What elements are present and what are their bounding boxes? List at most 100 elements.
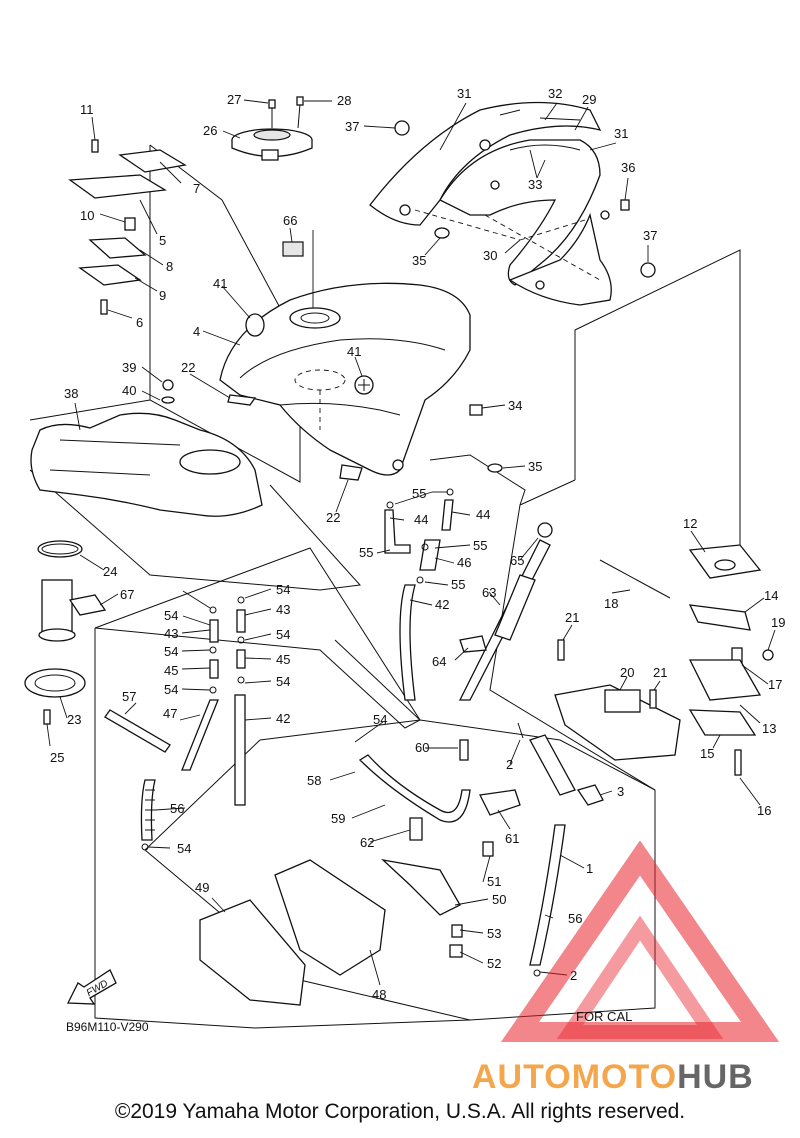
part-labels: 11 7 10 5 8 9 6 27 28 26 66 37 31 32 29 … (50, 86, 785, 1002)
part-label-50: 50 (492, 892, 506, 907)
brand-name-right: HUB (677, 1058, 754, 1096)
part-label-6: 6 (136, 315, 143, 330)
part-label-31b: 31 (614, 126, 628, 141)
part-label-37a: 37 (345, 119, 359, 134)
part-label-40: 40 (122, 383, 136, 398)
part-label-7: 7 (193, 181, 200, 196)
part-label-22a: 22 (181, 360, 195, 375)
part-label-44b: 44 (476, 507, 490, 522)
drain-hose (458, 522, 553, 761)
hoses-center (384, 488, 454, 701)
part-label-38: 38 (64, 386, 78, 401)
part-label-54a: 54 (164, 608, 178, 623)
part-label-32: 32 (548, 86, 562, 101)
part-label-29: 29 (582, 92, 596, 107)
part-label-65: 65 (510, 553, 524, 568)
part-label-33: 33 (528, 177, 542, 192)
part-label-8: 8 (166, 259, 173, 274)
part-label-59: 59 (331, 811, 345, 826)
part-label-45a: 45 (276, 652, 290, 667)
part-label-66: 66 (283, 213, 297, 228)
part-label-35a: 35 (412, 253, 426, 268)
part-label-67: 67 (120, 587, 134, 602)
part-label-47: 47 (163, 706, 177, 721)
part-label-37b: 37 (643, 228, 657, 243)
part-label-57: 57 (122, 689, 136, 704)
part-label-56b: 56 (568, 911, 582, 926)
part-label-61: 61 (505, 831, 519, 846)
for-cal-label: FOR CAL (576, 1009, 632, 1024)
part-label-45b: 45 (164, 663, 178, 678)
part-label-2a: 2 (506, 757, 513, 772)
part-label-52: 52 (487, 956, 501, 971)
part-label-1: 1 (586, 861, 593, 876)
part-label-54f: 54 (164, 682, 178, 697)
part-label-2b: 2 (570, 968, 577, 983)
part-label-18: 18 (604, 596, 618, 611)
part-label-16: 16 (757, 803, 771, 818)
svg-text:AUTOMOTOHUB: AUTOMOTOHUB (472, 1058, 754, 1096)
part-label-14: 14 (764, 588, 778, 603)
bracket-stack (68, 139, 187, 315)
part-label-55d: 55 (451, 577, 465, 592)
part-label-25: 25 (50, 750, 64, 765)
part-label-36: 36 (621, 160, 635, 175)
part-label-26: 26 (203, 123, 217, 138)
rivets (394, 120, 656, 278)
part-label-39: 39 (122, 360, 136, 375)
part-label-54b: 54 (276, 582, 290, 597)
part-label-9: 9 (159, 288, 166, 303)
canister-assembly (199, 722, 604, 1006)
part-label-60: 60 (415, 740, 429, 755)
part-label-22b: 22 (326, 510, 340, 525)
part-label-48: 48 (372, 987, 386, 1002)
part-label-13: 13 (762, 721, 776, 736)
part-label-41b: 41 (347, 344, 361, 359)
tank-small-parts (245, 227, 503, 473)
part-label-54h: 54 (373, 712, 387, 727)
part-label-27: 27 (227, 92, 241, 107)
hoses-left (104, 596, 246, 851)
part-label-3: 3 (617, 784, 624, 799)
part-label-31a: 31 (457, 86, 471, 101)
automotohub-logo: FOR CAL AUTOMOTOHUB (472, 840, 780, 1096)
part-label-55c: 55 (473, 538, 487, 553)
part-label-19: 19 (771, 615, 785, 630)
part-label-21a: 21 (565, 610, 579, 625)
part-label-21b: 21 (653, 665, 667, 680)
part-label-64: 64 (432, 654, 446, 669)
part-label-62: 62 (360, 835, 374, 850)
part-label-24: 24 (103, 564, 117, 579)
rear-cowl-assembly (369, 101, 612, 306)
right-bracket-assembly (554, 544, 774, 776)
part-label-51: 51 (487, 874, 501, 889)
part-label-11: 11 (80, 102, 94, 117)
part-label-17: 17 (768, 677, 782, 692)
part-label-43a: 43 (164, 626, 178, 641)
part-label-49: 49 (195, 880, 209, 895)
copyright-notice: ©2019 Yamaha Motor Corporation, U.S.A. A… (114, 1100, 686, 1123)
fuel-tank-lower (30, 379, 263, 517)
brand-name-left: AUTOMOTO (472, 1058, 677, 1096)
part-label-54g: 54 (177, 841, 191, 856)
part-label-23: 23 (67, 712, 81, 727)
part-label-20: 20 (620, 665, 634, 680)
leader-lines (46, 99, 776, 986)
part-label-42a: 42 (276, 711, 290, 726)
part-label-54c: 54 (276, 627, 290, 642)
part-label-28: 28 (337, 93, 351, 108)
part-label-55b: 55 (359, 545, 373, 560)
part-label-54d: 54 (164, 644, 178, 659)
part-label-15: 15 (700, 746, 714, 761)
fuel-tank (219, 282, 471, 481)
part-label-30: 30 (483, 248, 497, 263)
part-label-55a: 55 (412, 486, 426, 501)
part-label-34: 34 (508, 398, 522, 413)
fwd-label: FWD (85, 978, 110, 999)
part-label-43b: 43 (276, 602, 290, 617)
part-label-54e: 54 (276, 674, 290, 689)
part-label-58: 58 (307, 773, 321, 788)
part-label-44a: 44 (414, 512, 428, 527)
fwd-arrow-icon: FWD (66, 969, 117, 1005)
